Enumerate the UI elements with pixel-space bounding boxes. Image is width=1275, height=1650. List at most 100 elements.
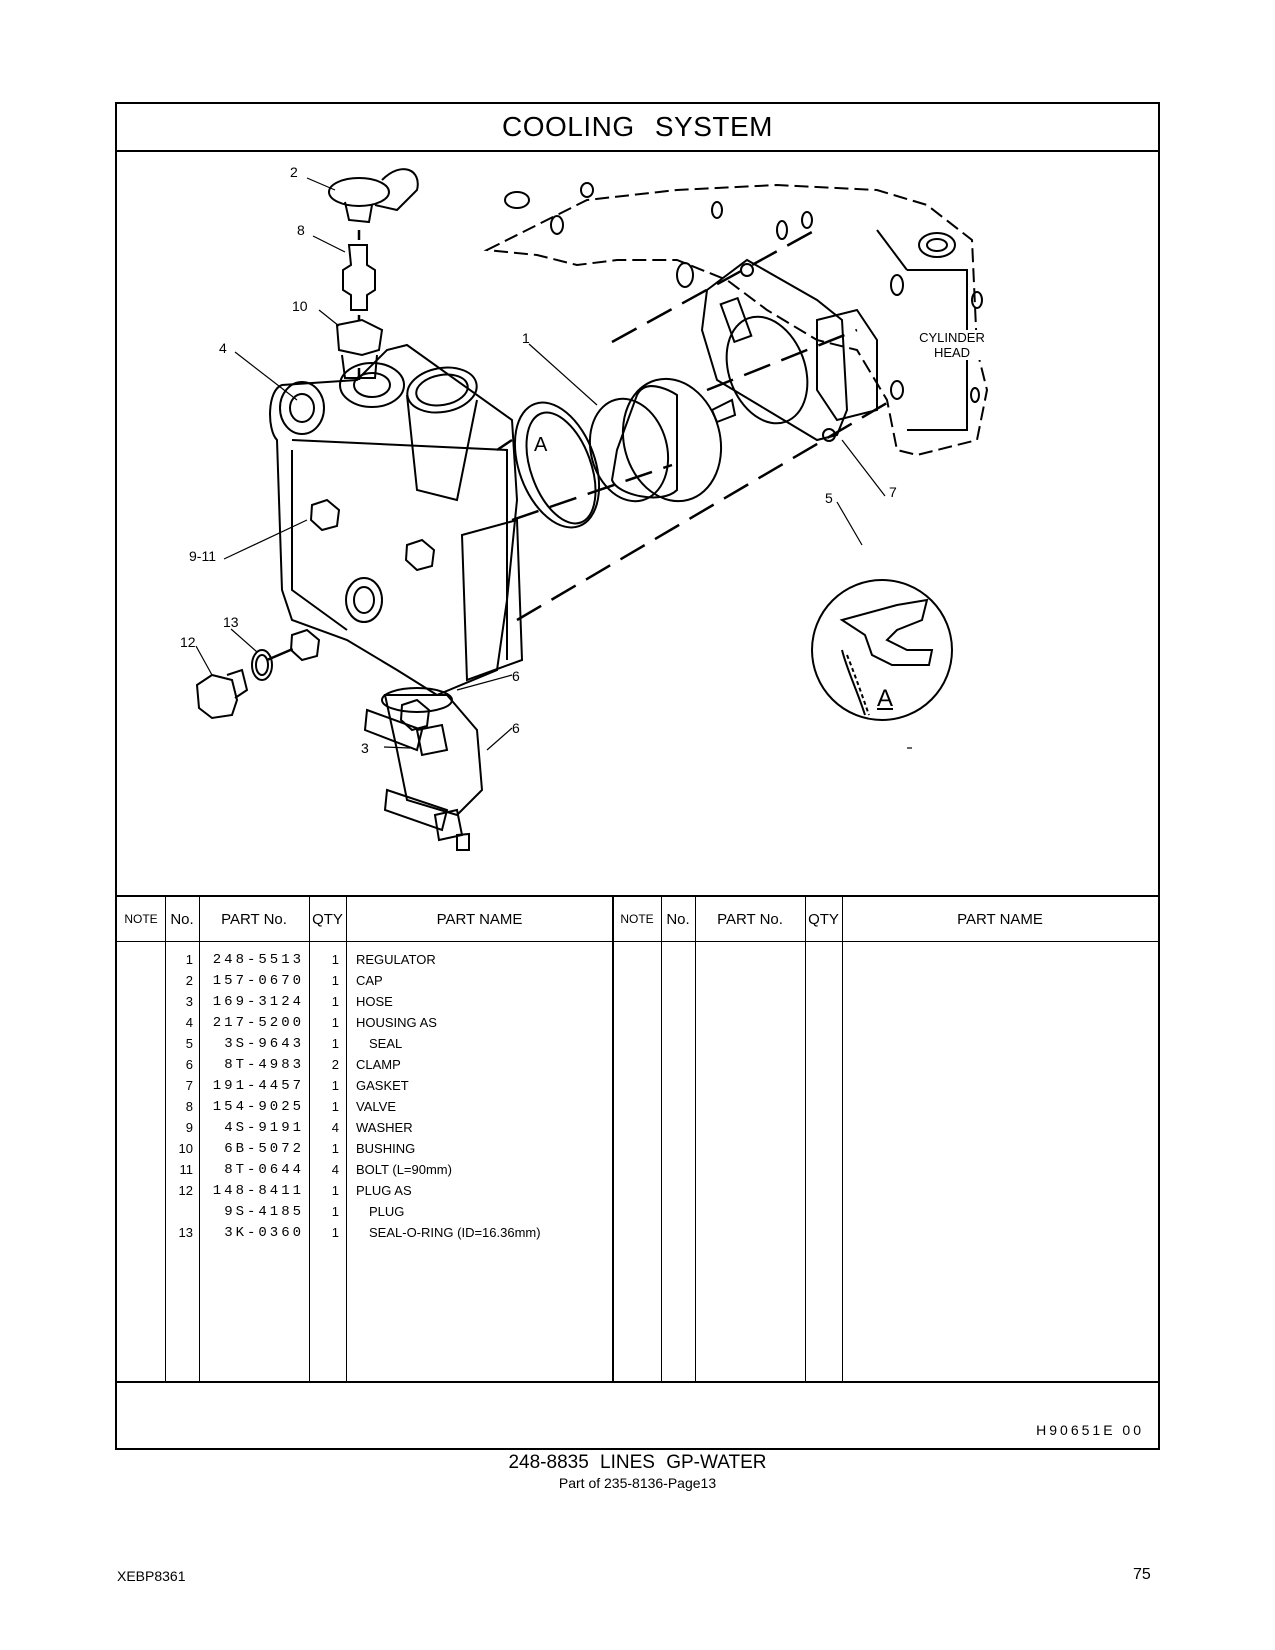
row-quantity: 1 xyxy=(331,1183,339,1198)
row-part-number: 3S-9643 xyxy=(224,1036,304,1052)
col-divider xyxy=(165,897,166,1383)
cylinder-head-label-line2: HEAD xyxy=(933,345,971,360)
row-part-name: SEAL-O-RING (ID=16.36mm) xyxy=(369,1225,541,1240)
row-item-number: 11 xyxy=(179,1162,194,1177)
callout-8: 8 xyxy=(297,222,305,238)
header-no-right: No. xyxy=(666,910,690,928)
header-note-right: NOTE xyxy=(620,912,654,926)
row-quantity: 1 xyxy=(331,1204,339,1219)
o-ring xyxy=(251,649,273,681)
row-part-number: 157-0670 xyxy=(212,973,304,989)
callout-4: 4 xyxy=(219,340,227,356)
callout-5: 5 xyxy=(825,490,833,506)
row-item-number: 2 xyxy=(185,973,193,988)
row-part-name: PLUG AS xyxy=(356,1183,412,1198)
col-divider xyxy=(199,897,200,1383)
col-divider xyxy=(309,897,310,1383)
row-item-number: 7 xyxy=(185,1078,193,1093)
exploded-view-drawing: 2 8 10 4 1 A 9-11 13 12 6 6 3 7 5 A CYLI… xyxy=(117,150,1158,895)
row-part-number: 154-9025 xyxy=(212,1099,304,1115)
row-part-number: 248-5513 xyxy=(212,952,304,968)
row-quantity: 1 xyxy=(331,1015,339,1030)
row-part-name: CLAMP xyxy=(356,1057,401,1072)
row-item-number: 9 xyxy=(185,1120,193,1135)
callout-7: 7 xyxy=(889,484,897,500)
row-item-number: 10 xyxy=(178,1141,193,1156)
callout-2: 2 xyxy=(290,164,298,180)
callout-10: 10 xyxy=(292,298,308,314)
row-part-name: HOUSING AS xyxy=(356,1015,437,1030)
seal-ring xyxy=(513,401,601,529)
cylinder-head xyxy=(483,183,989,457)
header-part-no-left: PART No. xyxy=(221,910,287,928)
cylinder-head-label: CYLINDER HEAD xyxy=(917,330,987,360)
row-item-number: 1 xyxy=(185,952,193,967)
cap xyxy=(328,177,390,207)
hose xyxy=(383,694,484,817)
row-quantity: 1 xyxy=(331,1141,339,1156)
bolt-head xyxy=(309,498,341,532)
row-item-number: 12 xyxy=(178,1183,193,1198)
header-part-name-left: PART NAME xyxy=(436,910,523,928)
cylinder-head-label-line1: CYLINDER xyxy=(919,330,985,345)
row-quantity: 1 xyxy=(331,994,339,1009)
row-part-name: CAP xyxy=(356,973,383,988)
col-divider xyxy=(346,897,347,1383)
page-title: COOLING SYSTEM xyxy=(501,111,774,142)
row-part-number: 169-3124 xyxy=(212,994,304,1010)
callout-12: 12 xyxy=(180,634,196,650)
row-quantity: 1 xyxy=(331,1078,339,1093)
row-quantity: 4 xyxy=(331,1120,339,1135)
row-quantity: 1 xyxy=(331,952,339,967)
callout-1: 1 xyxy=(522,330,530,346)
callout-13: 13 xyxy=(223,614,239,630)
row-part-number: 8T-4983 xyxy=(224,1057,304,1073)
row-part-number: 4S-9191 xyxy=(224,1120,304,1136)
page-number: 75 xyxy=(1133,1566,1151,1583)
row-part-number: 9S-4185 xyxy=(224,1204,304,1220)
row-part-name: WASHER xyxy=(356,1120,413,1135)
row-item-number xyxy=(165,1201,193,1223)
header-part-name-right: PART NAME xyxy=(957,910,1043,928)
group-caption: 248-8835 LINES GP-WATER xyxy=(508,1452,767,1473)
callout-9-11: 9-11 xyxy=(189,548,216,564)
row-part-name: BUSHING xyxy=(356,1141,416,1156)
row-quantity: 1 xyxy=(331,1099,339,1114)
header-note-left: NOTE xyxy=(124,912,158,926)
row-item-number: 4 xyxy=(185,1015,193,1030)
callout-3: 3 xyxy=(361,740,369,756)
row-part-number: 191-4457 xyxy=(212,1078,304,1094)
title-bar: COOLING SYSTEM xyxy=(117,104,1158,152)
row-part-name: GASKET xyxy=(356,1078,409,1093)
bushing xyxy=(335,318,384,357)
col-divider xyxy=(661,897,662,1383)
row-quantity: 1 xyxy=(331,1036,339,1051)
row-part-number: 8T-0644 xyxy=(224,1162,304,1178)
col-divider xyxy=(805,897,806,1383)
header-part-no-right: PART No. xyxy=(717,910,783,928)
regulator xyxy=(610,385,678,499)
col-divider-center xyxy=(612,897,614,1383)
valve xyxy=(342,244,376,311)
parts-page-frame: COOLING SYSTEM xyxy=(115,102,1160,1450)
row-item-number: 8 xyxy=(185,1099,193,1114)
header-qty-right: QTY xyxy=(808,910,839,928)
row-item-number: 5 xyxy=(185,1036,193,1051)
row-item-number: 3 xyxy=(185,994,193,1009)
row-part-number: 6B-5072 xyxy=(224,1141,304,1157)
exploded-view-illustration xyxy=(195,168,989,851)
parts-table-header: NOTE No. PART No. QTY PART NAME NOTE No.… xyxy=(117,897,1158,942)
header-no-left: No. xyxy=(170,910,194,928)
col-divider xyxy=(695,897,696,1383)
row-part-name: PLUG xyxy=(369,1204,405,1219)
col-divider xyxy=(842,897,843,1383)
row-part-number: 3K-0360 xyxy=(224,1225,304,1241)
row-item-number: 6 xyxy=(185,1057,193,1072)
row-part-name: SEAL xyxy=(369,1036,403,1051)
header-qty-left: QTY xyxy=(312,910,343,928)
callout-6-lower: 6 xyxy=(512,720,520,736)
gasket xyxy=(700,258,849,442)
row-part-number: 217-5200 xyxy=(212,1015,304,1031)
row-part-name: BOLT (L=90mm) xyxy=(356,1162,452,1177)
detail-a-label: A xyxy=(877,685,894,712)
